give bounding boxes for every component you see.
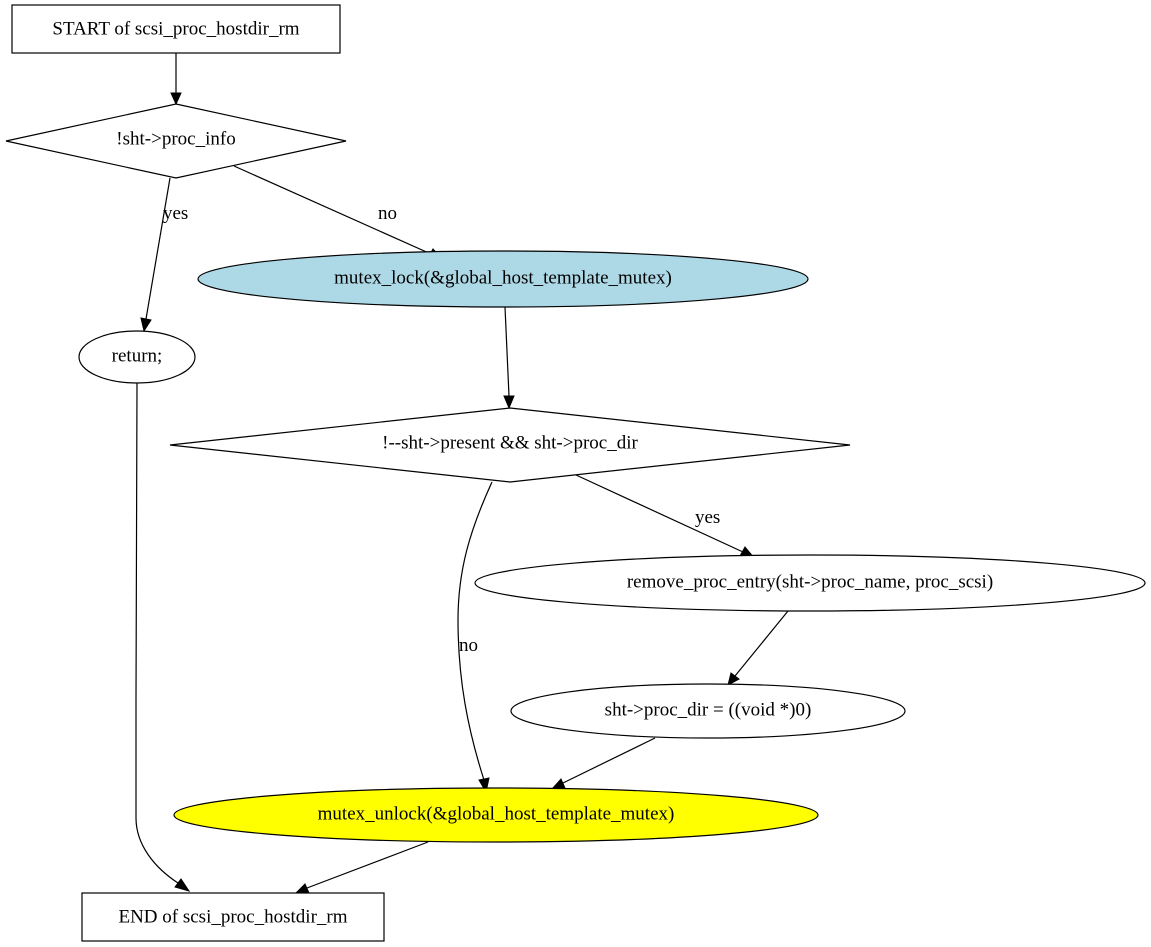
edge-label-yes: yes: [695, 507, 720, 528]
node-mutex-unlock: mutex_unlock(&global_host_template_mutex…: [173, 787, 819, 843]
edge-proc-info-yes-to-return: yes: [140, 177, 188, 333]
node-assign-proc-dir-label: sht->proc_dir = ((void *)0): [605, 700, 812, 721]
edge-label-no: no: [378, 203, 397, 224]
node-end: END of scsi_proc_hostdir_rm: [81, 892, 385, 942]
node-assign-proc-dir: sht->proc_dir = ((void *)0): [510, 683, 906, 739]
node-end-label: END of scsi_proc_hostdir_rm: [118, 907, 347, 928]
edge-start-to-proc-info-check: [170, 53, 182, 106]
edge-mutex-unlock-to-end: [294, 841, 429, 894]
edge-present-yes-to-remove-proc: yes: [575, 474, 757, 560]
node-start-label: START of scsi_proc_hostdir_rm: [52, 19, 299, 40]
edge-label-yes: yes: [163, 203, 188, 224]
node-present-check-label: !--sht->present && sht->proc_dir: [382, 433, 638, 454]
edge-assign-to-mutex-unlock: [550, 737, 656, 790]
node-proc-info-check-label: !sht->proc_info: [116, 129, 235, 150]
node-return: return;: [78, 330, 196, 384]
node-remove-proc-entry: remove_proc_entry(sht->proc_name, proc_s…: [474, 554, 1146, 612]
node-remove-proc-entry-label: remove_proc_entry(sht->proc_name, proc_s…: [627, 572, 993, 593]
node-present-check: !--sht->present && sht->proc_dir: [169, 407, 851, 483]
node-mutex-lock: mutex_lock(&global_host_template_mutex): [197, 250, 809, 308]
edge-mutex-lock-to-present-check: [503, 306, 515, 410]
edge-return-to-end: [135, 382, 191, 892]
edge-proc-info-no-to-mutex-lock: no: [233, 165, 445, 261]
node-mutex-lock-label: mutex_lock(&global_host_template_mutex): [334, 268, 672, 289]
node-return-label: return;: [112, 346, 163, 367]
edge-present-no-to-mutex-unlock: no: [457, 481, 493, 794]
node-start: START of scsi_proc_hostdir_rm: [11, 4, 341, 54]
node-mutex-unlock-label: mutex_unlock(&global_host_template_mutex…: [318, 804, 675, 825]
edge-remove-proc-to-assign: [727, 610, 789, 686]
node-proc-info-check: !sht->proc_info: [5, 103, 347, 179]
edge-label-no: no: [459, 635, 478, 656]
